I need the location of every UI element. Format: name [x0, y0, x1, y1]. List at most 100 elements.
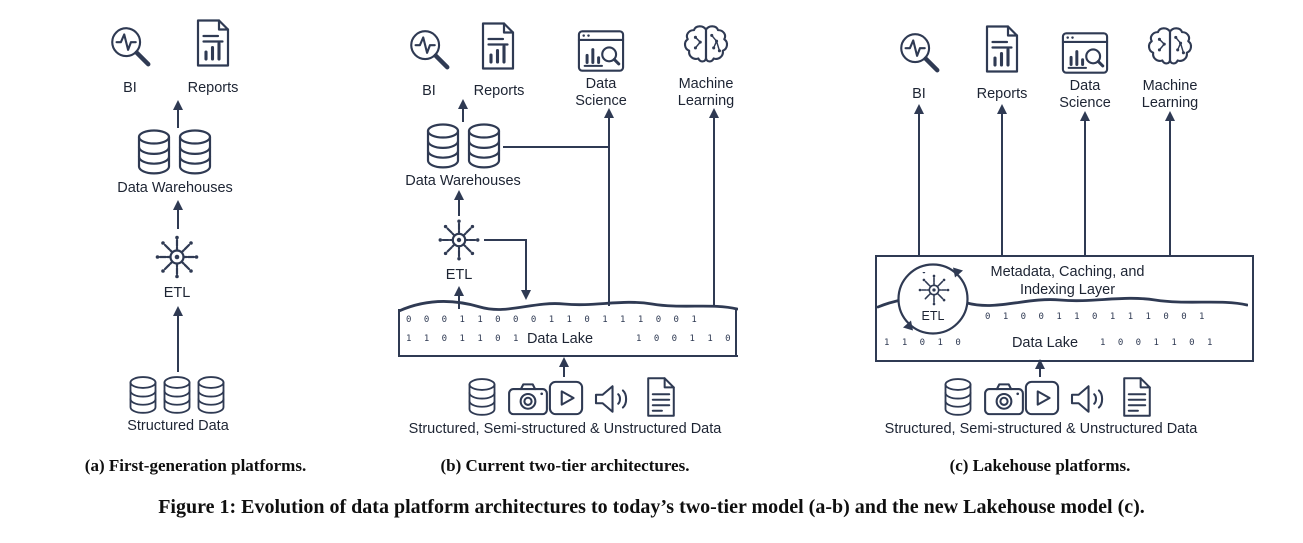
- machine-learning-icon: [683, 25, 729, 63]
- arrow-etl-to-warehouses-line: [458, 199, 460, 216]
- arrow-lake-to-etl: [454, 286, 464, 296]
- reports-icon: [481, 22, 515, 70]
- data-lake-label: Data Lake: [1011, 335, 1079, 351]
- arrow-lakehouse-to-data-science-line: [1084, 120, 1086, 255]
- data-lake-label: Data Lake: [526, 331, 594, 347]
- machine-learning-label: Machine Learning: [1141, 78, 1199, 111]
- video-icon: [548, 380, 584, 416]
- etl-label: ETL: [921, 309, 945, 323]
- lake-binary-row: 0 1 0 0 1 1 0 1 1 1 0 0 1: [985, 312, 1208, 322]
- arrow-lakehouse-to-bi: [914, 104, 924, 114]
- data-science-label: Data Science: [575, 76, 627, 109]
- database-icon: [426, 123, 460, 169]
- panel-b-caption: (b) Current two-tier architectures.: [440, 456, 690, 475]
- data-science-icon: [1061, 32, 1109, 74]
- arrow-lakehouse-to-machine-learning-line: [1169, 120, 1171, 255]
- connector-etl-to-lake-drop: [525, 239, 527, 291]
- etl-icon: [918, 272, 950, 306]
- arrow-lakehouse-to-reports-line: [1001, 113, 1003, 255]
- lake-wave: [398, 300, 738, 313]
- database-icon: [944, 378, 972, 416]
- arrow-lake-to-data-science-line: [608, 117, 610, 306]
- arrow-warehouses-to-bi-line: [177, 109, 179, 128]
- machine-learning-label: Machine Learning: [677, 76, 735, 109]
- arrow-lakehouse-to-bi-line: [918, 113, 920, 255]
- reports-label: Reports: [473, 83, 525, 99]
- lake-binary-row: 0 0 0 1 1 0 0 0 1 1 0 1 1 1 0 0 1: [406, 315, 701, 325]
- speaker-icon: [594, 385, 628, 413]
- arrow-etl-to-warehouses: [173, 200, 183, 210]
- data-science-label: Data Science: [1059, 78, 1111, 111]
- machine-learning-icon: [1147, 27, 1193, 65]
- bi-label: BI: [123, 80, 137, 96]
- database-icon: [137, 129, 171, 175]
- database-icon: [467, 123, 501, 169]
- database-icon: [468, 378, 496, 416]
- arrow-etl-to-warehouses-line: [177, 209, 179, 229]
- lake-binary-row: 1 1 0 1 0: [884, 338, 965, 348]
- bi-label: BI: [912, 86, 926, 102]
- lakehouse-box: [875, 255, 1254, 362]
- metadata-layer-label-line1: Metadata, Caching, and: [990, 264, 1145, 280]
- reports-label: Reports: [976, 86, 1028, 102]
- arrow-lakehouse-to-reports: [997, 104, 1007, 114]
- arrow-warehouses-to-bi-line: [462, 108, 464, 122]
- etl-label: ETL: [445, 267, 473, 283]
- video-icon: [1024, 380, 1060, 416]
- lake-right-edge: [735, 308, 737, 355]
- arrow-sources-to-lake-line: [563, 366, 565, 377]
- arrow-sources-to-etl-line: [177, 315, 179, 372]
- lake-binary-row: 1 1 0 1 1 0 1: [406, 334, 522, 344]
- bi-icon: [900, 33, 940, 73]
- arrow-lakehouse-to-machine-learning: [1165, 111, 1175, 121]
- arrow-warehouses-to-bi: [458, 99, 468, 109]
- bi-icon: [410, 30, 450, 70]
- lake-bottom-edge: [398, 355, 738, 357]
- panel-c-caption: (c) Lakehouse platforms.: [949, 456, 1131, 475]
- reports-icon: [196, 19, 230, 67]
- arrow-sources-to-lakehouse-line: [1039, 368, 1041, 377]
- sources-label: Structured, Semi-structured & Unstructur…: [884, 421, 1198, 437]
- arrow-lake-to-data-science: [604, 108, 614, 118]
- camera-icon: [508, 383, 548, 416]
- sources-label: Structured, Semi-structured & Unstructur…: [408, 421, 722, 437]
- document-icon: [647, 377, 675, 417]
- arrow-lakehouse-to-data-science: [1080, 111, 1090, 121]
- database-icon: [129, 376, 157, 414]
- reports-icon: [985, 25, 1019, 73]
- arrow-lake-to-machine-learning: [709, 108, 719, 118]
- etl-icon: [155, 235, 199, 279]
- data-science-icon: [577, 30, 625, 72]
- etl-label: ETL: [163, 285, 191, 301]
- camera-icon: [984, 383, 1024, 416]
- figure-caption: Figure 1: Evolution of data platform arc…: [158, 496, 1145, 518]
- arrow-etl-to-warehouses: [454, 190, 464, 200]
- lake-binary-row: 1 0 0 1 1 0 1: [1100, 338, 1216, 348]
- lake-left-edge: [398, 309, 400, 355]
- database-icon: [178, 129, 212, 175]
- reports-label: Reports: [187, 80, 239, 96]
- warehouses-label: Data Warehouses: [405, 173, 521, 189]
- etl-icon: [438, 219, 480, 261]
- panel-a-caption: (a) First-generation platforms.: [84, 456, 307, 475]
- metadata-layer-label-line2: Indexing Layer: [1019, 282, 1116, 298]
- database-icon: [163, 376, 191, 414]
- etl-cycle-circle: [897, 263, 969, 335]
- arrow-sources-to-lake: [559, 357, 569, 367]
- sources-label: Structured Data: [127, 418, 229, 434]
- lake-binary-row: 1 0 0 1 1 0: [636, 334, 735, 344]
- connector-warehouses-to-data-science: [503, 146, 609, 148]
- data-lake: 0 0 0 1 1 0 0 0 1 1 0 1 1 1 0 0 1 1 1 0 …: [398, 296, 738, 358]
- bi-label: BI: [422, 83, 436, 99]
- database-icon: [197, 376, 225, 414]
- warehouses-label: Data Warehouses: [117, 180, 233, 196]
- speaker-icon: [1070, 385, 1104, 413]
- connector-etl-to-lake: [484, 239, 526, 241]
- document-icon: [1123, 377, 1151, 417]
- arrow-sources-to-etl: [173, 306, 183, 316]
- arrow-warehouses-to-bi: [173, 100, 183, 110]
- arrow-lake-to-machine-learning-line: [713, 117, 715, 306]
- arrow-etl-to-lake: [521, 290, 531, 300]
- bi-icon: [111, 27, 151, 67]
